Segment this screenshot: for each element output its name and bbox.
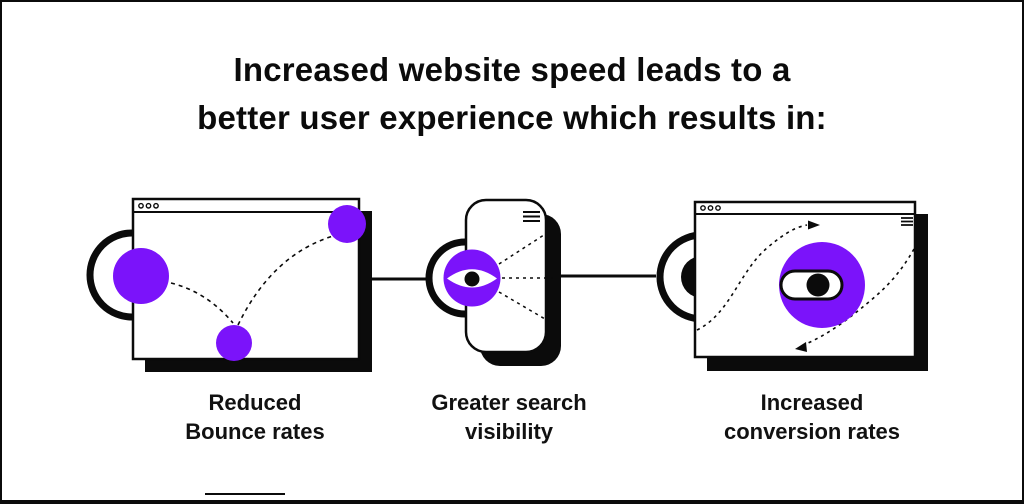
menu-icon <box>523 211 540 222</box>
figure-increased-conversion-rates <box>656 200 928 371</box>
caption-line: conversion rates <box>723 419 901 444</box>
caption-increased-conversion-rates: Increased conversion rates <box>682 388 942 446</box>
eye-icon <box>443 249 501 307</box>
scan-rays <box>498 232 553 320</box>
window-dots-icon <box>138 202 159 209</box>
figure-greater-search-visibility <box>425 198 561 366</box>
caption-line: visibility <box>464 419 554 444</box>
caption-reduced-bounce-rates: Reduced Bounce rates <box>125 388 385 446</box>
flow-arrowhead-bottom <box>795 342 807 352</box>
figure-reduced-bounce-rates <box>86 197 372 372</box>
flow-curve-bottom <box>805 248 915 345</box>
menu-icon <box>901 217 913 226</box>
bounce-path-left <box>170 282 234 324</box>
flow-arrowhead-top <box>808 220 820 230</box>
top-right-ball <box>328 205 366 243</box>
page-title: Increased website speed leads to a bette… <box>2 46 1022 142</box>
bounce-path-right <box>237 235 334 326</box>
large-ball <box>113 248 169 304</box>
caption-greater-search-visibility: Greater search visibility <box>379 388 639 446</box>
bottom-ball <box>216 325 252 361</box>
caption-line: Greater search <box>431 390 587 415</box>
illustration-canvas <box>86 197 928 372</box>
caption-line: Reduced <box>208 390 302 415</box>
caption-line: Increased <box>760 390 864 415</box>
toggle-on-icon <box>779 242 865 328</box>
partial-underline <box>205 493 285 495</box>
window-dots-icon <box>700 205 721 211</box>
title-line-2: better user experience which results in: <box>197 99 827 136</box>
title-line-1: Increased website speed leads to a <box>233 51 791 88</box>
caption-line: Bounce rates <box>185 419 325 444</box>
